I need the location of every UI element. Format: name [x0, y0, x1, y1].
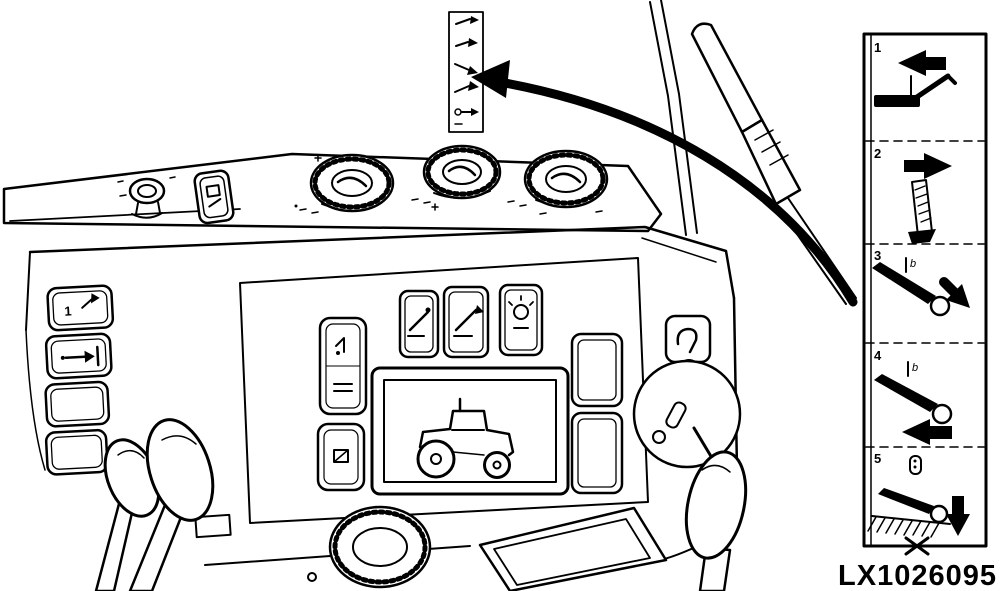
step-number: 1: [874, 40, 881, 55]
right-switch-slot-1: [570, 332, 624, 408]
front-joystick-lever: [128, 418, 215, 591]
instruction-step-4: 4 b: [874, 348, 953, 445]
switch-sva-raise: 1: [46, 284, 115, 332]
step-number: 2: [874, 146, 881, 161]
step-number: 4: [874, 348, 882, 363]
control-pattern-decal: [448, 11, 484, 133]
round-selector-control: [632, 359, 742, 469]
center-rocker-panel-lower: [316, 422, 366, 492]
console-display: [370, 366, 570, 496]
lever-with-arrow-left-icon: [874, 50, 957, 107]
center-rocker-panel-upper: [318, 316, 368, 416]
step-number: 3: [874, 248, 881, 263]
cab-pillar: [649, 0, 698, 236]
lever-knob-arrow-down-right-icon: b: [872, 257, 970, 317]
rotary-knob-1: [309, 153, 395, 213]
instruction-step-2: 2: [874, 146, 952, 244]
pointer-arrow: [471, 60, 858, 307]
figure-code: LX1026095: [838, 560, 997, 591]
left-switch-column: 1: [44, 284, 115, 476]
bottom-rotary-knob: [307, 505, 432, 589]
step-number: 5: [874, 451, 881, 466]
hitch-switch-1: [398, 289, 440, 359]
armrest-monitor: [478, 506, 668, 591]
upright-lever-arrow-right-icon: [904, 153, 952, 244]
hitch-switch-2: [442, 285, 490, 359]
lever-to-ground-arrow-down-cross-icon: [867, 455, 970, 556]
control-lever-handle: [690, 22, 857, 305]
instruction-panel: 1 2: [862, 32, 988, 556]
tractor-icon: [416, 397, 515, 479]
switch-sva-limit: [44, 332, 113, 380]
switch-blank-2: [44, 428, 109, 476]
switch-one-label: 1: [64, 303, 72, 318]
rotary-knob-3: [523, 149, 609, 209]
small-dial-knob: [128, 177, 166, 219]
lever-knob-arrow-left-icon: b: [874, 361, 953, 445]
small-rocker-switch: [193, 169, 235, 225]
step-small-label: b: [910, 258, 916, 270]
switch-blank-1: [44, 380, 111, 428]
hook-switch: [664, 314, 712, 364]
rotary-knob-2: [422, 144, 502, 200]
right-switch-slot-2: [570, 411, 624, 495]
right-lever: [684, 450, 748, 591]
instruction-step-1: 1: [874, 40, 957, 107]
step-small-label: b: [912, 362, 918, 374]
light-switch: [498, 283, 544, 357]
instruction-step-3: 3 b: [872, 248, 970, 317]
instruction-step-5: 5: [867, 451, 970, 556]
